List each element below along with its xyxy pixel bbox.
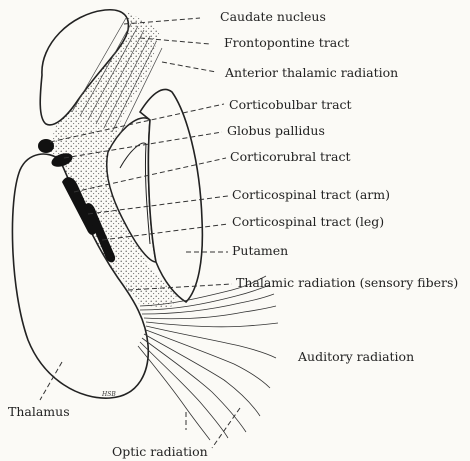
label-auditory-radiation: Auditory radiation (298, 350, 414, 364)
label-frontopontine-tract: Frontopontine tract (224, 36, 349, 50)
label-thalamic-radiation-sensory: Thalamic radiation (sensory fibers) (236, 276, 458, 290)
illustrator-signature: HSB (101, 391, 116, 398)
label-corticospinal-arm: Corticospinal tract (arm) (232, 188, 390, 202)
label-caudate-nucleus: Caudate nucleus (220, 10, 326, 24)
label-anterior-thalamic-radiation: Anterior thalamic radiation (225, 66, 398, 80)
label-corticobulbar-tract: Corticobulbar tract (229, 98, 352, 112)
label-putamen: Putamen (232, 244, 288, 258)
label-optic-radiation: Optic radiation (112, 445, 208, 459)
corticobulbar-dot (38, 139, 54, 153)
label-corticorubral-tract: Corticorubral tract (230, 150, 351, 164)
label-globus-pallidus: Globus pallidus (227, 124, 325, 138)
label-corticospinal-leg: Corticospinal tract (leg) (232, 215, 384, 229)
label-thalamus: Thalamus (8, 405, 70, 419)
